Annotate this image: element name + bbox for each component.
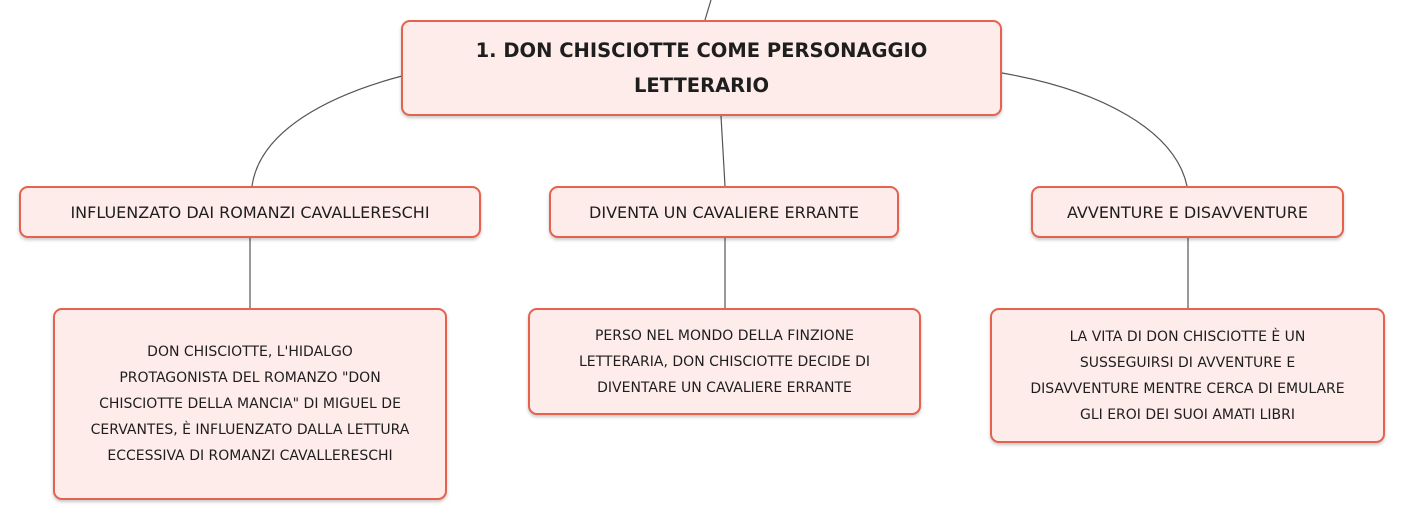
detail-line: CHISCIOTTE DELLA MANCIA" DI MIGUEL DE [99, 396, 401, 412]
branch-node-avventure[interactable]: AVVENTURE E DISAVVENTURE [1031, 186, 1344, 238]
detail-node-cavaliere-errante[interactable]: PERSO NEL MONDO DELLA FINZIONE LETTERARI… [528, 308, 921, 415]
detail-line: SUSSEGUIRSI DI AVVENTURE E [1079, 354, 1296, 371]
detail-line: ECCESSIVA DI ROMANZI CAVALLERESCHI [107, 448, 393, 464]
branch-node-romanzi-cavallereschi[interactable]: INFLUENZATO DAI ROMANZI CAVALLERESCHI [19, 186, 481, 238]
root-title-line: 1. DON CHISCIOTTE COME PERSONAGGIO [475, 39, 928, 62]
root-topic-title: 1. DON CHISCIOTTE COME PERSONAGGIO LETTE… [476, 33, 928, 103]
detail-node-romanzi-cavallereschi[interactable]: DON CHISCIOTTE, L'HIDALGO PROTAGONISTA D… [53, 308, 447, 500]
detail-line: DISAVVENTURE MENTRE CERCA DI EMULARE [1030, 380, 1345, 397]
detail-line: CERVANTES, È INFLUENZATO DALLA LETTURA [90, 422, 410, 438]
detail-line: DIVENTARE UN CAVALIERE ERRANTE [597, 379, 852, 396]
detail-line: LA VITA DI DON CHISCIOTTE È UN [1069, 328, 1306, 345]
detail-text: PERSO NEL MONDO DELLA FINZIONE LETTERARI… [579, 323, 870, 401]
connector-root-branch-1 [251, 75, 403, 187]
branch-label: AVVENTURE E DISAVVENTURE [1067, 202, 1308, 222]
detail-line: PERSO NEL MONDO DELLA FINZIONE [594, 327, 855, 344]
detail-node-avventure[interactable]: LA VITA DI DON CHISCIOTTE È UN SUSSEGUIR… [990, 308, 1385, 443]
detail-line: PROTAGONISTA DEL ROMANZO "DON [119, 370, 381, 386]
branch-label: INFLUENZATO DAI ROMANZI CAVALLERESCHI [70, 202, 430, 222]
root-topic-node[interactable]: 1. DON CHISCIOTTE COME PERSONAGGIO LETTE… [401, 20, 1002, 116]
connector-root-branch-2 [720, 115, 726, 187]
detail-text: DON CHISCIOTTE, L'HIDALGO PROTAGONISTA D… [91, 339, 410, 469]
detail-line: GLI EROI DEI SUOI AMATI LIBRI [1079, 406, 1295, 423]
connector-parent [704, 0, 712, 21]
detail-text: LA VITA DI DON CHISCIOTTE È UN SUSSEGUIR… [1030, 324, 1344, 428]
branch-node-cavaliere-errante[interactable]: DIVENTA UN CAVALIERE ERRANTE [549, 186, 899, 238]
branch-label: DIVENTA UN CAVALIERE ERRANTE [589, 202, 859, 222]
detail-line: DON CHISCIOTTE, L'HIDALGO [147, 344, 353, 360]
connector-root-branch-3 [1001, 72, 1188, 187]
detail-line: LETTERARIA, DON CHISCIOTTE DECIDE DI [578, 353, 871, 370]
root-title-line: LETTERARIO [633, 74, 770, 97]
